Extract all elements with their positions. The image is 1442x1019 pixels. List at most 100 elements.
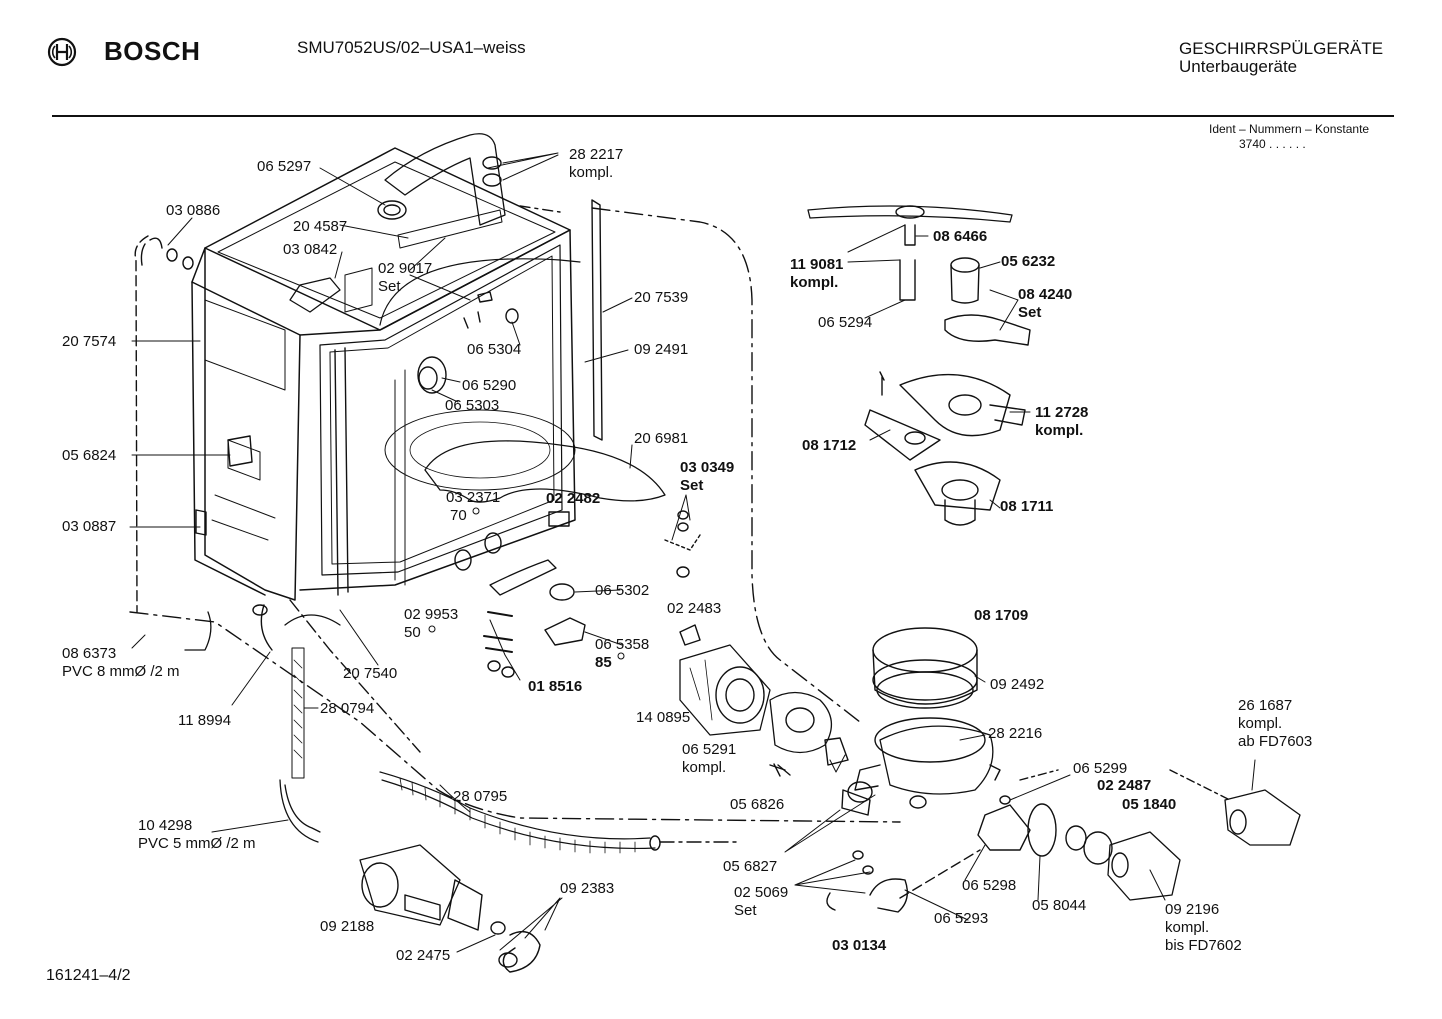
part-label-112728: 11 2728 kompl. (1035, 404, 1088, 440)
part-label-056826: 05 6826 (730, 796, 785, 813)
category-line-1: GESCHIRRSPÜLGERÄTE (1179, 39, 1384, 58)
part-label-025069: 02 5069 Set (734, 884, 788, 920)
part-label-065303: 06 5303 (445, 397, 500, 414)
part-label-081709: 08 1709 (974, 607, 1029, 624)
part-suffix: 50 (404, 624, 421, 641)
part-number: 10 4298 (138, 817, 193, 834)
part-number: 11 9081 (790, 256, 844, 273)
part-number: 28 2217 (569, 146, 624, 163)
part-label-032371: 03 2371 70 (446, 489, 500, 525)
part-label-207539: 20 7539 (634, 289, 689, 306)
part-number: 02 9017 (378, 260, 433, 277)
corrugated-drain-hose (376, 771, 661, 854)
drawing-id: 161241–4/2 (46, 967, 131, 984)
part-number: 02 9953 (404, 606, 459, 623)
part-label-261687: 26 1687 kompl. ab FD7603 (1238, 697, 1312, 751)
category-title: GESCHIRRSPÜLGERÄTE Unterbaugeräte (1179, 40, 1383, 76)
part-label-056827: 05 6827 (723, 858, 778, 875)
inlet-valve (359, 844, 483, 931)
part-label-206981: 20 6981 (634, 430, 689, 447)
part-label-056824: 05 6824 (62, 447, 117, 464)
part-label-065302: 06 5302 (595, 582, 650, 599)
part-label-140895: 14 0895 (636, 709, 691, 726)
heater-terminal (489, 559, 557, 596)
brand-name: BOSCH (104, 36, 201, 66)
part-label-092383: 09 2383 (560, 880, 615, 897)
part-number: 06 5291 (682, 741, 737, 758)
part-label-065299: 06 5299 (1073, 760, 1128, 777)
part-label-056232: 05 6232 (1001, 253, 1056, 270)
heater-element (424, 440, 666, 503)
part-label-104298: 10 4298 PVC 5 mmØ /2 m (138, 817, 256, 853)
temperature-markers (428, 507, 625, 660)
part-number: 06 5358 (595, 636, 650, 653)
part-number: 11 2728 (1035, 404, 1089, 421)
part-label-022475: 02 2475 (396, 947, 451, 964)
assembly-boundary-line (129, 611, 901, 823)
drain-hose-line (134, 235, 149, 613)
part-label-207574: 20 7574 (62, 333, 117, 350)
part-label-065290: 06 5290 (462, 377, 517, 394)
drain-pump-new (1224, 789, 1301, 846)
part-label-065291: 06 5291 kompl. (682, 741, 736, 777)
part-label-118994: 11 8994 (178, 712, 232, 729)
sump-assembly (847, 717, 1001, 809)
part-label-065358: 06 5358 85 (595, 636, 649, 672)
category-line-2: Unterbaugeräte (1179, 57, 1298, 76)
part-suffix: 85 (595, 654, 612, 671)
part-label-022483: 02 2483 (667, 600, 722, 617)
leader-lines (129, 152, 1256, 953)
part-suffix: kompl. (569, 164, 614, 181)
part-label-086466: 08 6466 (933, 228, 988, 245)
part-label-051840: 05 1840 (1122, 796, 1177, 813)
part-label-086373: 08 6373 PVC 8 mmØ /2 m (62, 645, 180, 681)
small-fittings (826, 849, 981, 913)
part-label-030886: 03 0886 (166, 202, 221, 219)
part-suffix: PVC 5 mmØ /2 m (138, 835, 256, 852)
part-label-207540: 20 7540 (343, 665, 398, 682)
part-suffix: kompl. (790, 274, 839, 291)
tub-body (191, 147, 576, 601)
part-suffix: bis FD7602 (1165, 937, 1242, 954)
part-suffix: PVC 8 mmØ /2 m (62, 663, 180, 680)
drain-hose-elbow (140, 237, 163, 266)
part-label-030134: 03 0134 (832, 937, 887, 954)
part-number: 03 2371 (446, 489, 501, 506)
spray-arm-bearing (944, 257, 1031, 346)
part-label-282217: 28 2217 kompl. (569, 146, 623, 182)
part-number: 09 2196 (1165, 901, 1220, 918)
seal-strip (334, 347, 349, 596)
coarse-filter-plate (864, 371, 941, 461)
part-label-029953: 02 9953 50 (404, 606, 458, 642)
drain-pump-motor (1107, 831, 1181, 901)
part-label-282216: 28 2216 (988, 725, 1043, 742)
part-label-092492: 09 2492 (990, 676, 1045, 693)
part-suffix: Set (378, 278, 401, 295)
part-suffix: kompl. (1238, 715, 1283, 732)
part-label-119081: 11 9081 kompl. (790, 256, 843, 292)
part-label-280794: 28 0794 (320, 700, 375, 717)
assembly-boundary-line (1169, 769, 1231, 801)
filter-ring (872, 627, 978, 709)
ident-label: Ident – Nummern – Konstante (1209, 122, 1370, 136)
part-suffix: kompl. (682, 759, 727, 776)
part-label-204587: 20 4587 (293, 218, 348, 235)
part-label-280795: 28 0795 (453, 788, 508, 805)
part-number: 03 0349 (680, 459, 735, 476)
assembly-boundary-line (289, 599, 421, 753)
elbow-connector (490, 921, 541, 973)
part-label-092196: 09 2196 kompl. bis FD7602 (1165, 901, 1242, 955)
part-suffix: Set (680, 477, 704, 494)
ident-value: 3740 . . . . . . (1239, 137, 1306, 151)
bosch-logo-icon (47, 37, 77, 67)
part-number: 02 5069 (734, 884, 789, 901)
part-suffix: Set (1018, 304, 1042, 321)
part-label-081712: 08 1712 (802, 437, 857, 454)
part-label-084240: 08 4240 Set (1018, 286, 1072, 322)
spray-arm (807, 205, 1013, 301)
part-label-092491: 09 2491 (634, 341, 689, 358)
part-number: 08 6373 (62, 645, 117, 662)
part-suffix: kompl. (1035, 422, 1084, 439)
inlet-hose (260, 604, 341, 843)
